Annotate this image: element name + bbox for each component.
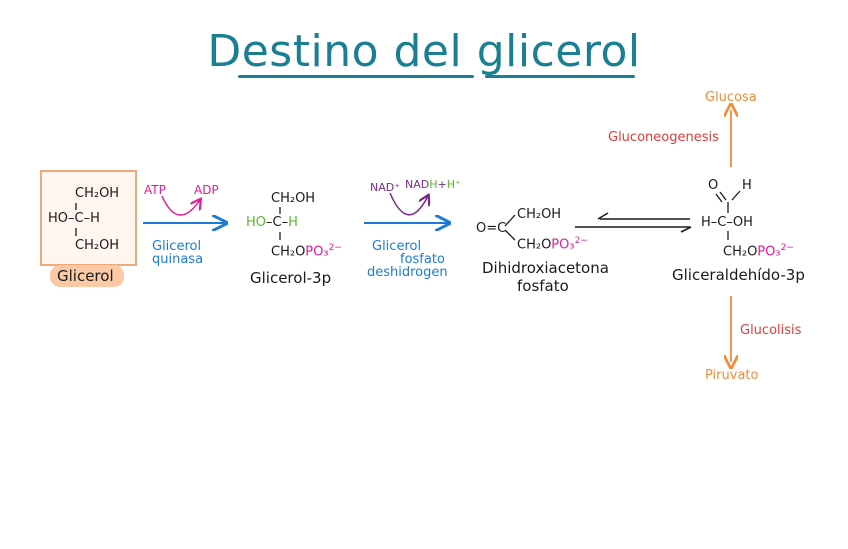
down-product: Piruvato	[705, 368, 759, 383]
step2-nadh-group: NADH+H⁺	[405, 178, 461, 191]
page-title: Destino del glicerol	[207, 26, 641, 77]
step2-enzyme-line3: deshidrogen	[367, 265, 448, 280]
step1-atp: ATP	[144, 183, 166, 197]
dhap-name-line1: Dihidroxiacetona	[482, 259, 609, 277]
down-label: Glucolisis	[740, 323, 802, 338]
step2-enzyme-line1: Glicerol	[372, 239, 422, 254]
dhap-top: CH₂OH	[517, 207, 562, 222]
gad-name: Gliceraldehído-3p	[672, 266, 805, 284]
dhap-po3: PO₃	[551, 237, 575, 253]
step1-cofactor-curve	[161, 195, 200, 216]
step1-enzyme-line1: Glicerol	[152, 239, 202, 254]
up-product: Glucosa	[705, 90, 757, 105]
title-underline-1	[238, 75, 474, 78]
glicerol-name-pill	[50, 265, 124, 287]
gad-ch2o: CH₂O	[723, 244, 758, 260]
gad-bottom: CH₂OPO₃2−	[723, 241, 794, 259]
gad-top-h: H	[742, 178, 752, 193]
g3p1-charge: 2−	[328, 243, 342, 253]
g3p1-bottom: CH₂OPO₃2−	[271, 241, 342, 259]
glicerol-highlight-box	[40, 170, 137, 266]
g3p1-po3: PO₃	[305, 244, 329, 260]
dhap-ch2o: CH₂O	[517, 237, 552, 253]
g3p1-middle: HO–C–H	[246, 215, 298, 230]
step2-nadplus: NAD⁺	[370, 181, 401, 194]
g3p1-ho: HO	[246, 215, 267, 230]
title-underline-2	[485, 75, 635, 78]
step1-adp: ADP	[194, 183, 219, 197]
step2-plus: +	[437, 178, 447, 191]
dhap-oeqc: O=C	[476, 221, 507, 236]
g3p1-top: CH₂OH	[271, 191, 316, 206]
gad-middle: H–C–OH	[701, 215, 753, 230]
step2-hplus: H⁺	[446, 178, 461, 191]
step2-nad: NAD	[405, 178, 430, 191]
up-label: Gluconeogenesis	[608, 130, 719, 145]
step1-enzyme-line2: quinasa	[152, 252, 204, 267]
step2-h: H	[429, 178, 438, 191]
dhap-charge: 2−	[574, 236, 588, 246]
gad-charge: 2−	[780, 243, 794, 253]
dhap-bottom: CH₂OPO₃2−	[517, 234, 588, 252]
glicerol-name: Glicerol	[57, 267, 114, 285]
dhap-name-line2: fosfato	[517, 277, 569, 295]
step2-enzyme-line2: fosfato	[400, 252, 445, 267]
gad-top-o: O	[708, 178, 719, 193]
glicerol-middle: HO–C–H	[48, 211, 100, 226]
glicerol-top: CH₂OH	[75, 186, 120, 201]
g3p1-name: Glicerol-3p	[250, 269, 332, 287]
step2-cofactor-curve	[389, 193, 428, 216]
g3p1-c: –C–	[266, 215, 289, 230]
g3p1-h: H	[288, 215, 298, 230]
gad-po3: PO₃	[757, 244, 781, 260]
glicerol-bottom: CH₂OH	[75, 238, 120, 253]
g3p1-ch2o: CH₂O	[271, 244, 306, 260]
